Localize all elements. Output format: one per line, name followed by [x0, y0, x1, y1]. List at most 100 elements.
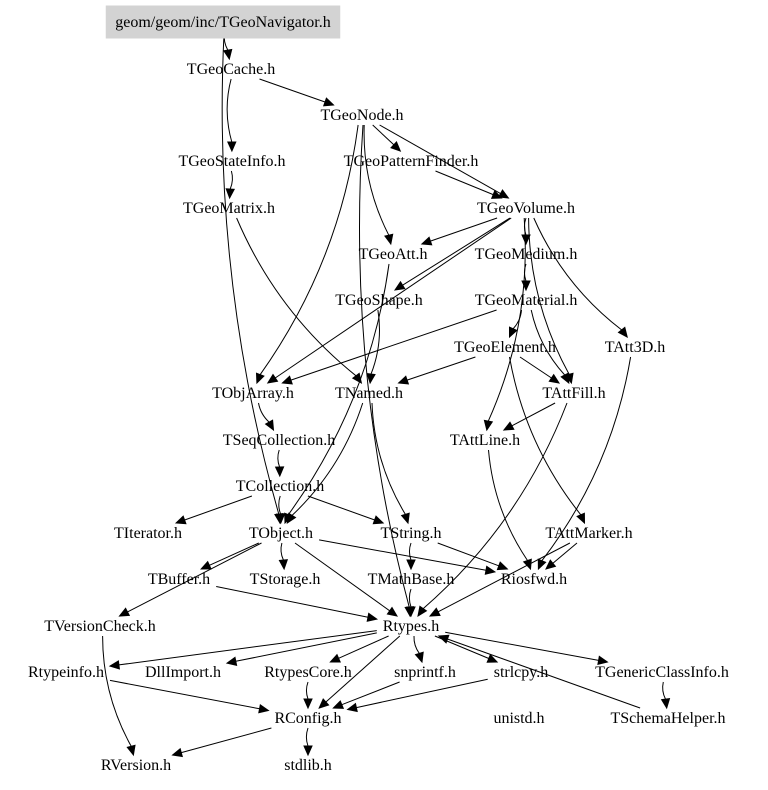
edge-arrowhead [275, 513, 286, 525]
edge-arrowhead [366, 612, 379, 622]
edge-arrowhead [303, 745, 313, 757]
edge-object-to-buffer [200, 542, 260, 570]
graph-node-element[interactable]: TGeoElement.h [454, 339, 556, 356]
graph-node-collection[interactable]: TCollection.h [236, 478, 324, 495]
node-label-mathbase: TMathBase.h [368, 571, 455, 588]
edge-object-to-storage [278, 542, 289, 571]
graph-node-cache[interactable]: TGeoCache.h [187, 61, 275, 78]
edge-line [325, 635, 401, 703]
edge-arrowhead [397, 375, 410, 385]
graph-node-storage[interactable]: TStorage.h [250, 571, 321, 588]
edge-line [259, 124, 359, 375]
edge-line [274, 217, 512, 379]
graph-node-unistd[interactable]: unistd.h [493, 710, 544, 727]
edge-rtypes-to-snprintf [413, 635, 424, 664]
edge-line [488, 449, 528, 561]
edge-object-to-riosfwd [319, 539, 497, 575]
graph-node-rtypes[interactable]: Rtypes.h [383, 618, 439, 635]
graph-node-node[interactable]: TGeoNode.h [320, 107, 403, 124]
graph-node-material[interactable]: TGeoMaterial.h [475, 292, 578, 309]
graph-node-rtypeinfo[interactable]: Rtypeinfo.h [28, 664, 104, 681]
edge-seqcoll-to-collection [274, 449, 285, 478]
edge-attmarker-to-rtypes [429, 542, 571, 617]
graph-node-att3d[interactable]: TAtt3D.h [605, 339, 666, 356]
edge-arrowhead [266, 373, 279, 384]
edge-line [408, 588, 412, 608]
edge-shape-to-named [366, 309, 380, 385]
edge-line [209, 542, 260, 566]
edge-rtypes-to-rconfig [318, 635, 401, 709]
node-label-buffer: TBuffer.h [148, 571, 210, 588]
edge-arrowhead [406, 559, 416, 571]
edge-arrowhead [390, 140, 402, 152]
node-label-rtypeinfo: Rtypeinfo.h [28, 664, 104, 681]
edge-arrowhead [496, 561, 509, 571]
graph-node-stdlib[interactable]: stdlib.h [284, 757, 332, 774]
node-label-storage: TStorage.h [250, 571, 321, 588]
graph-node-volume[interactable]: TGeoVolume.h [477, 200, 575, 217]
graph-node-genericclassinfo[interactable]: TGenericClassInfo.h [595, 664, 729, 681]
edge-line [278, 495, 282, 515]
graph-node-shape[interactable]: TGeoShape.h [335, 292, 423, 309]
edge-line [307, 495, 375, 521]
graph-node-strlcpy[interactable]: strlcpy.h [494, 664, 549, 681]
edge-line [512, 309, 522, 330]
node-label-attline: TAttLine.h [450, 432, 520, 449]
edge-line [437, 542, 571, 613]
edge-line [530, 309, 566, 376]
graph-node-named[interactable]: TNamed.h [335, 385, 403, 402]
node-label-attmarker: TAttMarker.h [545, 525, 632, 542]
edge-arrowhead [484, 565, 497, 575]
graph-node-stateinfo[interactable]: TGeoStateInfo.h [178, 153, 285, 170]
edge-collection-to-iterator [174, 495, 253, 525]
graph-node-attfill[interactable]: TAttFill.h [542, 385, 605, 402]
edge-line [259, 78, 326, 103]
graph-node-schemahelper[interactable]: TSchemaHelper.h [610, 710, 725, 727]
graph-node-buffer[interactable]: TBuffer.h [148, 571, 210, 588]
graph-node-attmarker[interactable]: TAttMarker.h [545, 525, 632, 542]
edge-arrowhead [420, 236, 433, 246]
edge-patternfinder-to-volume [435, 170, 503, 199]
graph-node-rconfig[interactable]: RConfig.h [274, 710, 341, 727]
graph-node-attline[interactable]: TAttLine.h [450, 432, 520, 449]
edge-arrowhead [560, 372, 570, 385]
edge-arrowhead [429, 607, 441, 617]
graph-node-versioncheck[interactable]: TVersionCheck.h [44, 618, 156, 635]
graph-node-seqcoll[interactable]: TSeqCollection.h [223, 432, 335, 449]
edge-arrowhead [264, 419, 275, 432]
edge-line [523, 263, 527, 282]
edge-line [487, 217, 526, 422]
edge-line [422, 402, 568, 609]
edge-cache-to-stateinfo [226, 78, 237, 153]
graph-node-mathbase[interactable]: TMathBase.h [368, 571, 455, 588]
graph-node-dllimport[interactable]: DllImport.h [145, 664, 221, 681]
edge-attfill-to-attline [502, 402, 556, 431]
graph-node-patternfinder[interactable]: TGeoPatternFinder.h [344, 153, 479, 170]
edge-line [229, 170, 233, 190]
graph-node-matrix[interactable]: TGeoMatrix.h [183, 200, 275, 217]
edge-arrowhead [332, 700, 345, 709]
node-label-medium: TGeoMedium.h [475, 246, 578, 263]
edge-arrowhead [351, 372, 363, 384]
graph-node-medium[interactable]: TGeoMedium.h [475, 246, 578, 263]
edge-rtypeinfo-to-rconfig [109, 679, 270, 714]
graph-node-object[interactable]: TObject.h [249, 525, 313, 542]
graph-node-rversion[interactable]: RVersion.h [101, 757, 171, 774]
graph-node-rtypescore[interactable]: RtypesCore.h [264, 664, 352, 681]
graph-node-att[interactable]: TGeoAtt.h [359, 246, 428, 263]
graph-node-navigator[interactable]: geom/geom/inc/TGeoNavigator.h [105, 5, 341, 39]
edge-arrowhead [537, 558, 547, 571]
graph-node-iterator[interactable]: TIterator.h [114, 525, 182, 542]
graph-node-objarray[interactable]: TObjArray.h [212, 385, 294, 402]
edge-line [341, 681, 400, 706]
graph-node-snprintf[interactable]: snprintf.h [394, 664, 456, 681]
edge-cache-to-node [259, 78, 335, 107]
node-label-attfill: TAttFill.h [542, 385, 605, 402]
edge-line [102, 635, 132, 747]
edge-line [662, 681, 666, 700]
graph-node-string[interactable]: TString.h [381, 525, 442, 542]
graph-node-riosfwd[interactable]: Riosfwd.h [501, 571, 567, 588]
edge-att3d-to-riosfwd [537, 356, 632, 571]
edge-arrowhead [274, 466, 285, 478]
nodes-layer: geom/geom/inc/TGeoNavigator.hTGeoCache.h… [28, 5, 729, 774]
